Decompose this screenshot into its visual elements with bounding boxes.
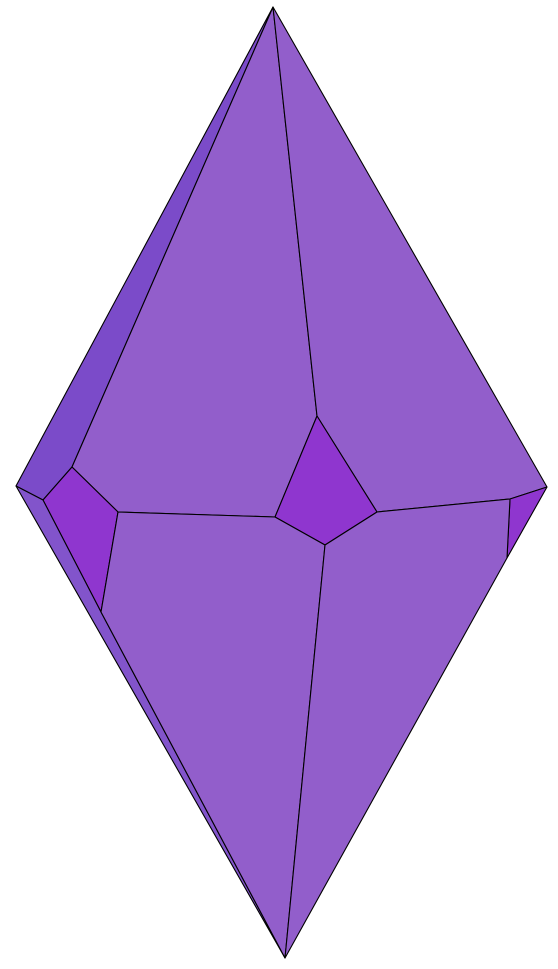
upper-left-facet [71,6,318,518]
lower-right-facet [284,498,511,959]
right-small-facet [506,486,548,559]
